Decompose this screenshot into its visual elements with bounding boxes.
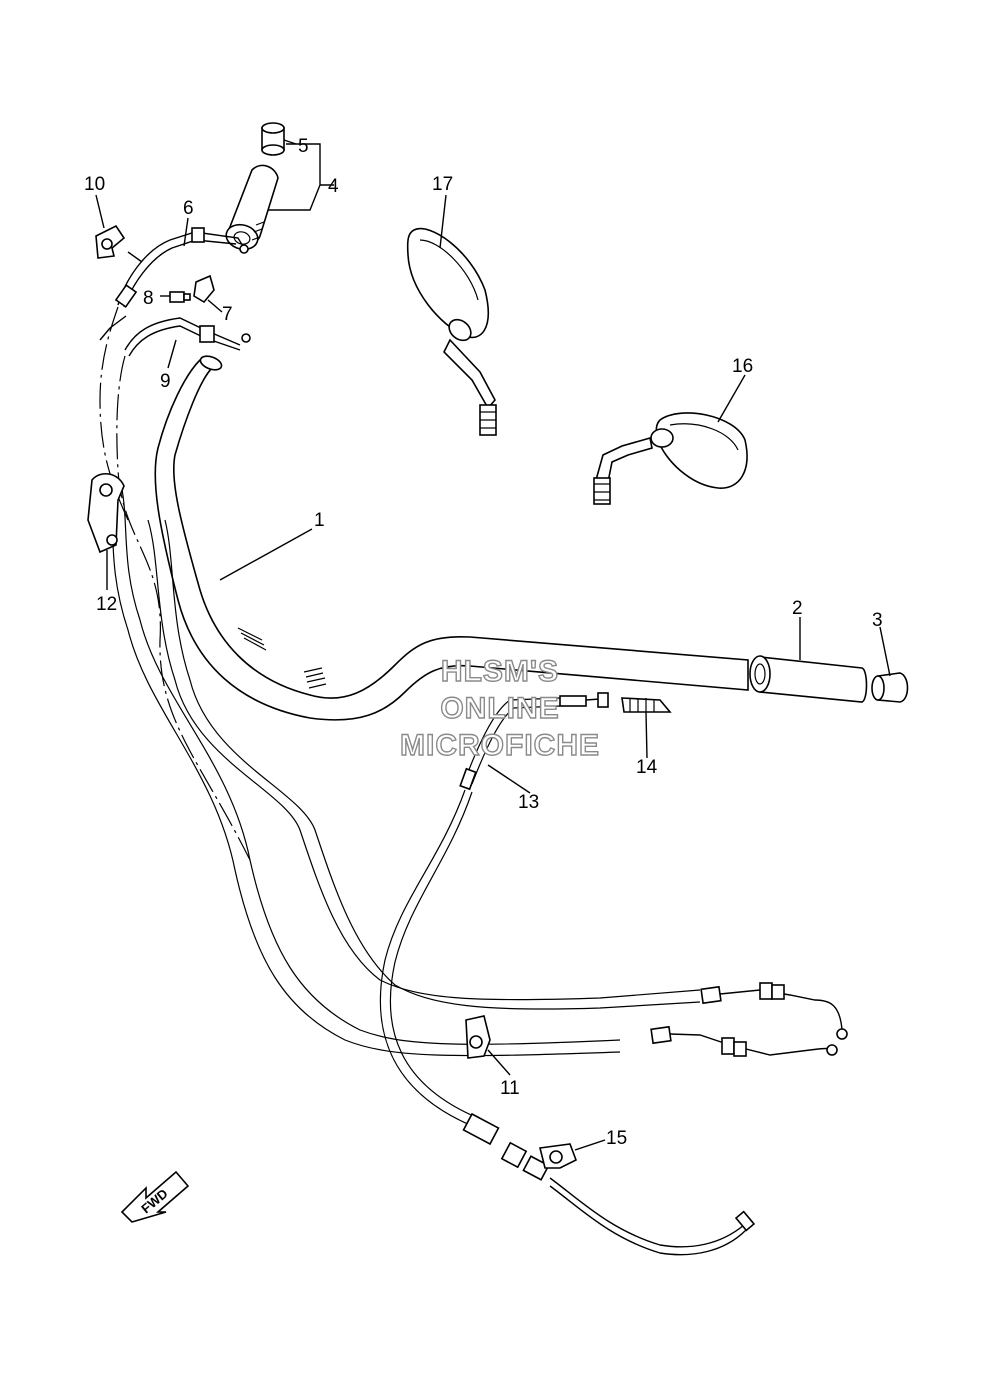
callout-3: 3 [872, 610, 883, 631]
fwd-arrow-icon: FWD [120, 1170, 190, 1223]
callout-6: 6 [183, 198, 194, 219]
callout-12: 12 [96, 594, 117, 615]
left-grip [749, 655, 868, 703]
callout-5: 5 [298, 136, 309, 157]
leader-lines [95, 139, 891, 1151]
callout-15: 15 [606, 1128, 627, 1149]
callout-14: 14 [636, 757, 658, 778]
callout-16: 16 [732, 356, 753, 377]
screw-8 [169, 291, 191, 303]
callout-2: 2 [792, 598, 803, 619]
watermark-line-2: ONLINE [440, 692, 559, 725]
clutch-cable [379, 692, 756, 1256]
callout-7: 7 [222, 304, 233, 325]
clamp-10 [95, 224, 126, 259]
clamp-15 [539, 1143, 578, 1169]
throttle-cable-upper [99, 227, 249, 521]
callout-13: 13 [518, 792, 539, 813]
mirror-right [406, 227, 497, 436]
watermark-line-1: HLSM'S [441, 655, 559, 688]
bracket-7 [193, 274, 215, 304]
throttle-grip [225, 164, 279, 251]
callout-11: 11 [500, 1078, 520, 1099]
callout-labels: 1 2 3 4 5 6 7 8 9 10 11 12 13 14 15 16 1… [84, 136, 883, 1149]
callout-17: 17 [432, 174, 453, 195]
grip-end [871, 672, 909, 703]
grip-collar [261, 122, 285, 156]
mirror-left [593, 412, 748, 505]
clamp-11 [465, 1015, 491, 1059]
watermark-line-3: MICROFICHE [400, 729, 600, 762]
cable-boot [621, 697, 672, 713]
callout-10: 10 [84, 174, 105, 195]
handlebar [154, 355, 749, 721]
watermark: HLSM'S ONLINE MICROFICHE [399, 654, 600, 762]
cable-ends [650, 982, 848, 1057]
callout-4: 4 [328, 176, 339, 197]
clamp-12 [87, 473, 125, 554]
callout-8: 8 [143, 288, 154, 309]
callout-1: 1 [314, 510, 325, 531]
callout-9: 9 [160, 371, 171, 392]
throttle-cable-lower [116, 317, 251, 861]
